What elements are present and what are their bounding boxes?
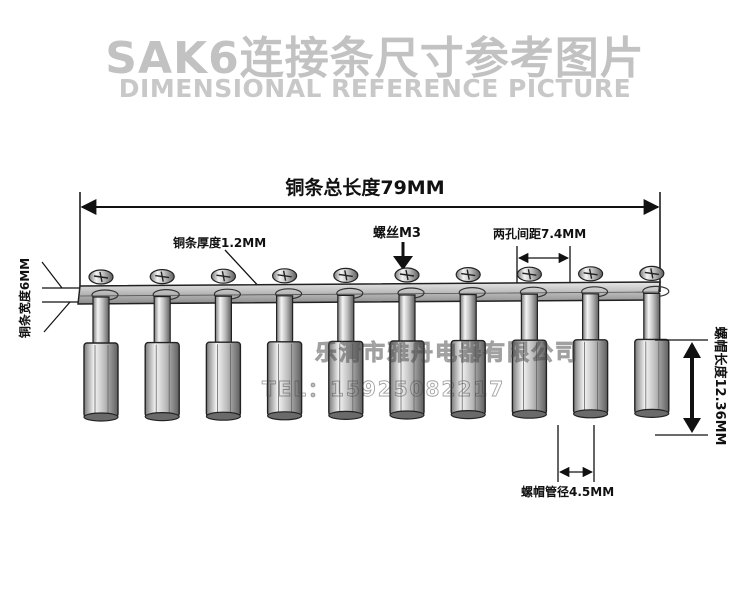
strip-thickness-dimension: 铜条厚度1.2MM (173, 235, 266, 291)
nut-bottom (267, 411, 303, 421)
terminal (511, 266, 548, 419)
screw-slot (216, 271, 231, 282)
terminals (83, 265, 670, 422)
total-length-dimension: 铜条总长度79MM (79, 176, 661, 292)
nut-bottom (83, 412, 119, 422)
screw-slot (338, 270, 353, 281)
nut-diameter-label: 螺帽管径4.5MM (521, 484, 614, 499)
nut-length-label: 螺帽长度12.36MM (712, 327, 728, 446)
nut-bottom (144, 412, 180, 422)
page-subtitle: DIMENSIONAL REFERENCE PICTURE (118, 74, 632, 103)
screw-slot (399, 269, 415, 281)
shank (276, 295, 294, 345)
shank (153, 296, 171, 346)
strip-thickness-label: 铜条厚度1.2MM (173, 235, 266, 250)
shank (643, 292, 661, 342)
nut (144, 341, 180, 418)
nut-length-dimension: 螺帽长度12.36MM (655, 327, 728, 446)
nut-diameter-dimension: 螺帽管径4.5MM (521, 425, 614, 499)
strip-width-dimension: 铜条宽度6MM (17, 258, 82, 338)
screw-slot (583, 268, 598, 279)
nut (634, 338, 670, 415)
screw-slot (461, 269, 476, 280)
shank (398, 294, 416, 344)
nut-bottom (634, 408, 670, 418)
screw-label: 螺丝M3 (373, 225, 421, 241)
nut-bottom (450, 410, 486, 420)
terminal (450, 267, 486, 420)
strip-edge-line (79, 291, 660, 297)
nut-length-arrowhead-bottom (683, 418, 701, 433)
terminal (634, 265, 670, 418)
watermark-company: 乐清市雅丹电器有限公司 (315, 340, 579, 366)
nut-length-arrowhead-top (683, 342, 701, 358)
total-length-label: 铜条总长度79MM (285, 176, 444, 199)
shank (214, 295, 232, 345)
terminal (266, 268, 303, 421)
nut (205, 341, 242, 417)
terminal (205, 268, 242, 421)
terminal (572, 266, 609, 419)
terminal (328, 267, 364, 420)
screw-dimension: 螺丝M3 (373, 225, 421, 270)
nut-bottom (572, 409, 609, 419)
screw-slot (277, 270, 292, 281)
strip-width-label: 铜条宽度6MM (17, 258, 32, 338)
terminal (389, 267, 425, 420)
watermark: 乐清市雅丹电器有限公司 TEL：15925082217 (262, 340, 579, 402)
strip-width-leader-bottom (43, 301, 71, 333)
shank (92, 296, 110, 346)
nut-bottom (328, 410, 364, 420)
strip-thickness-leader (224, 249, 263, 291)
nut (83, 342, 119, 418)
nut-bottom (511, 409, 548, 419)
terminal (83, 269, 119, 422)
screw-slot (155, 271, 170, 282)
shank (459, 294, 477, 344)
screw-slot (522, 269, 537, 280)
strip-width-leader-top (41, 261, 63, 289)
terminal (144, 269, 180, 422)
screw-slot (644, 268, 659, 279)
watermark-phone: TEL：15925082217 (262, 377, 505, 401)
hole-spacing-label: 两孔间距7.4MM (493, 226, 586, 241)
nut-bottom (389, 410, 425, 420)
screw-arrowhead (393, 256, 413, 270)
shank (581, 293, 600, 343)
shank (337, 294, 355, 344)
page-title: SAK6连接条尺寸参考图片 (105, 33, 645, 84)
nut-bottom (205, 411, 241, 421)
shank (520, 293, 539, 343)
screw-slot (93, 271, 109, 283)
